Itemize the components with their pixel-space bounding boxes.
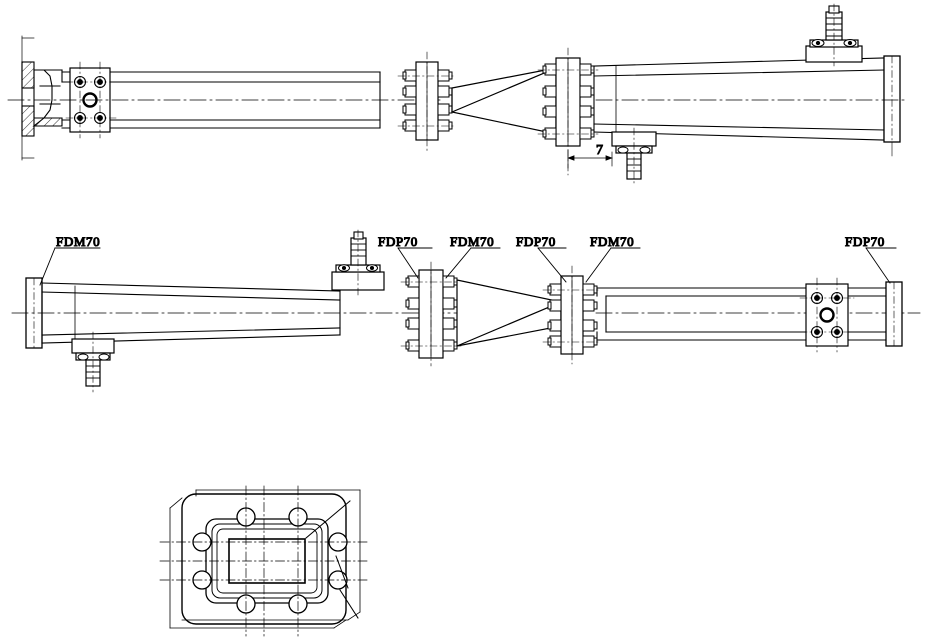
bottom-flange-face-view [159,485,369,637]
flange-bolt-holes [192,507,348,614]
label-fdp70-right: FDP70 [845,234,885,249]
flange-outline-offsets [169,489,361,629]
flange-leader-lines [305,500,359,619]
top-left-sectioned-flange [21,61,63,137]
middle-assembly-view: FDM70 FDP70 FDM70 FDP70 FDM70 FDP70 [11,229,921,393]
flange-bolts [542,63,595,140]
top-lower-stub-fitting [611,127,657,185]
top-centre-left-flange [397,51,457,153]
label-fdp70-2: FDP70 [516,234,556,249]
top-right-waveguide-body [593,57,885,141]
mid-right-end-flange [885,281,903,347]
label-fdm70-3: FDM70 [590,234,634,249]
mid-upper-stub-fitting [331,229,385,297]
mid-lower-stub-fitting [71,331,115,393]
middle-view-leaders [39,247,897,286]
top-left-witness-lines [21,35,35,161]
label-fdm70-2: FDM70 [450,234,494,249]
top-centre-right-flange [537,47,599,176]
flange-bolts [402,69,453,132]
top-view-dimension [567,149,613,169]
label-fdm70-left: FDM70 [56,234,100,249]
mid-right-coupler-block [799,277,855,353]
top-right-end-flange [883,55,901,157]
dimension-label-7: 7 [596,143,603,158]
mid-centre-left-flange [400,261,462,367]
flange-bolts [405,275,458,352]
top-stub-fitting [805,3,863,67]
label-fdp70-1: FDP70 [378,234,418,249]
flange-centrelines [159,485,369,637]
mid-left-waveguide-body [41,282,341,344]
top-assembly-view: 7 [7,3,909,185]
top-taper-transition [451,67,557,135]
mid-centre-right-flange [542,265,602,365]
